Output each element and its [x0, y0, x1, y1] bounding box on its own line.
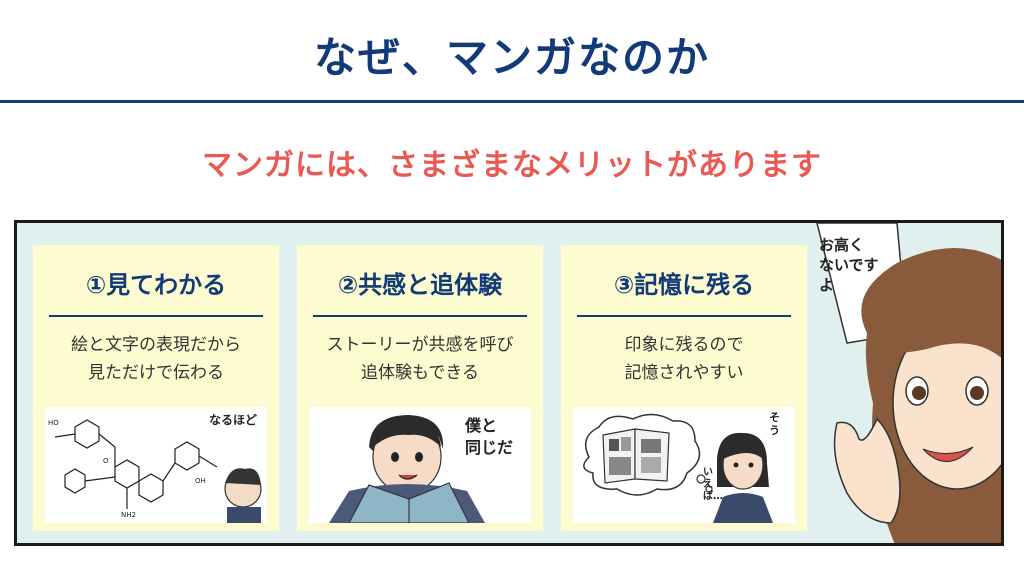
card-illustration-reader: 僕と 同じだ [309, 407, 531, 523]
card-see-and-understand: ①見てわかる 絵と文字の表現だから 見ただけで伝わる [33, 245, 279, 531]
card-divider [577, 315, 791, 317]
card-desc-line: 追体験もできる [361, 363, 479, 383]
card-desc-line: 絵と文字の表現だから [71, 335, 241, 355]
svg-text:NH2: NH2 [121, 511, 136, 519]
card-divider [49, 315, 263, 317]
card-title: ②共感と追体験 [337, 271, 503, 299]
card-description: 絵と文字の表現だから 見ただけで伝わる [39, 331, 273, 387]
speech-bubble-text: なるほど [209, 413, 258, 427]
title-divider [0, 100, 1024, 103]
speech-bubble-line: お高く [819, 236, 865, 254]
card-title: ③記憶に残る [613, 271, 755, 299]
page-title: なぜ、マンガなのか [313, 33, 710, 82]
card-empathy-experience: ②共感と追体験 ストーリーが共感を呼び 追体験もできる 僕と 同じだ [297, 245, 543, 531]
card-memorable: ③記憶に残る 印象に残るので 記憶されやすい [561, 245, 807, 531]
svg-text:HO: HO [48, 419, 59, 427]
card-desc-line: ストーリーが共感を呼び [326, 335, 514, 355]
svg-text:OH: OH [195, 477, 206, 485]
speech-bubble-line: 同じだ [465, 438, 514, 457]
speech-bubble-text: いえば… [703, 467, 723, 502]
card-divider [313, 315, 527, 317]
merits-panel: ①見てわかる 絵と文字の表現だから 見ただけで伝わる [14, 220, 1004, 546]
svg-text:O: O [103, 457, 109, 465]
card-illustration-chemistry: HO O NH2 OH なるほど [45, 407, 267, 523]
side-character-illustration: お高く ないですよ [807, 223, 1001, 543]
speech-bubble-text: お高く ないですよ [819, 235, 891, 295]
speech-bubble-line: ないですよ [819, 256, 879, 294]
card-title: ①見てわかる [85, 271, 227, 299]
card-desc-line: 印象に残るので [624, 335, 744, 355]
card-desc-line: 見ただけで伝わる [88, 363, 224, 383]
speech-bubble-text: 僕と 同じだ [465, 415, 513, 459]
card-desc-line: 記憶されやすい [624, 363, 744, 383]
speech-bubble-text: そう [769, 411, 780, 437]
card-illustration-remembering: そう いえば… [573, 407, 795, 523]
card-description: ストーリーが共感を呼び 追体験もできる [303, 331, 537, 387]
speech-bubble-line: 僕と [465, 416, 498, 435]
page-subtitle: マンガには、さまざまなメリットがあります [202, 148, 822, 183]
card-description: 印象に残るので 記憶されやすい [567, 331, 801, 387]
